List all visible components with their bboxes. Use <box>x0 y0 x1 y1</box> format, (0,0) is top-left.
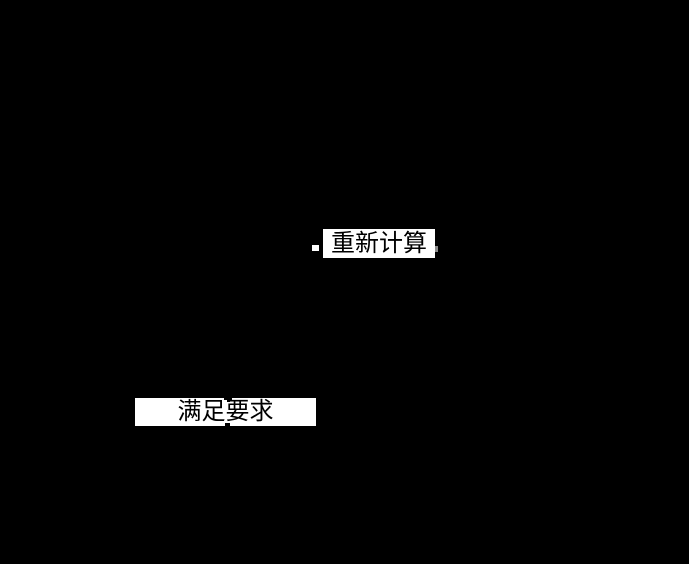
recalculate-label-text: 重新计算 <box>331 229 427 257</box>
flow-edge-label-meets-requirements: 满足要求 <box>135 398 316 426</box>
flow-line-stub-icon <box>435 246 438 252</box>
meets-requirements-label-text: 满足要求 <box>177 398 274 425</box>
arrow-stem-fragment-icon <box>227 398 230 402</box>
flow-line-fragment-icon <box>312 245 319 251</box>
arrow-stub-fragment-icon <box>225 423 230 426</box>
flow-edge-label-recalculate: 重新计算 <box>323 229 435 258</box>
